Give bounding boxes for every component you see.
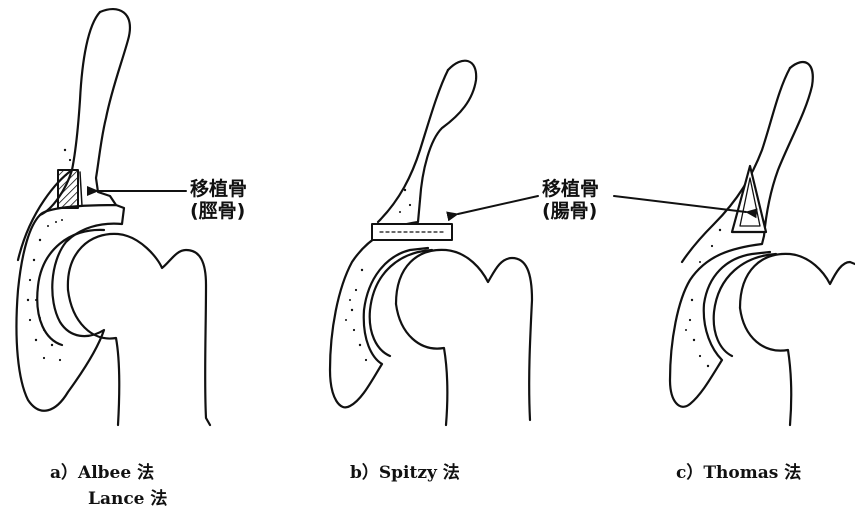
panel-c-graft: [732, 166, 766, 232]
panel-a-annotation: 移植骨 (脛骨): [190, 178, 247, 222]
panel-b-annotation-line1: 移植骨: [542, 178, 599, 200]
panel-c-arrow: [614, 196, 746, 212]
panel-a-graft: [58, 170, 78, 208]
panel-a-caption: a）Albee 法: [50, 458, 154, 483]
panel-a-femur: [68, 234, 210, 425]
panel-a-drawing: [16, 9, 210, 425]
panel-b-drawing: [330, 61, 538, 425]
panel-a-ilium: [16, 9, 129, 411]
panel-c-caption: c）Thomas 法: [676, 458, 801, 483]
panel-b-arrow: [458, 196, 538, 214]
panel-b-annotation: 移植骨 (腸骨): [542, 178, 599, 222]
panel-b-acetabulum-line: [370, 250, 432, 356]
panel-c-ilium: [670, 62, 813, 407]
panel-a-annotation-line1: 移植骨: [190, 178, 247, 200]
panel-b-femur-neck: [396, 304, 447, 425]
panel-b-femur: [396, 250, 532, 420]
panel-c-acetabulum-line: [714, 254, 776, 356]
panel-b-caption: b）Spitzy 法: [350, 458, 460, 483]
panel-c-femur-neck: [740, 308, 791, 425]
panel-b-ilium-inner: [378, 70, 448, 222]
panel-a-annotation-line2: (脛骨): [190, 200, 247, 222]
panel-c-femur: [740, 254, 855, 308]
panel-a-femur-neck: [68, 290, 119, 425]
panel-a-acetabulum-line: [37, 230, 104, 345]
panel-c-drawing: [614, 62, 855, 425]
panel-b-annotation-line2: (腸骨): [542, 200, 599, 222]
panel-a-caption-line2: Lance 法: [88, 484, 167, 509]
